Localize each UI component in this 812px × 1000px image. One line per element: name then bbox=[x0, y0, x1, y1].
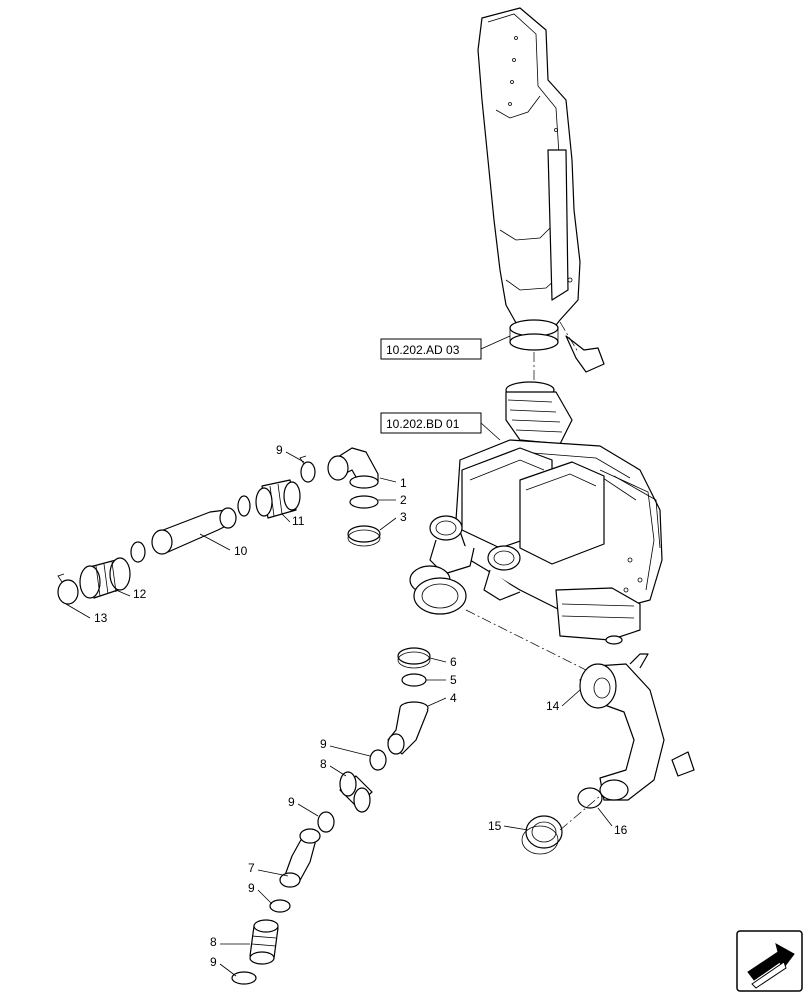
svg-text:1: 1 bbox=[400, 476, 407, 490]
callout-12: 12 bbox=[115, 587, 147, 601]
sleeve-item-12 bbox=[79, 557, 131, 599]
callout-13: 13 bbox=[65, 603, 108, 625]
svg-text:7: 7 bbox=[248, 861, 255, 875]
arrow-page-navigation-icon[interactable] bbox=[736, 930, 803, 992]
coupling-item-15 bbox=[521, 815, 563, 855]
callout-8-b: 8 bbox=[210, 935, 250, 949]
svg-text:9: 9 bbox=[276, 443, 283, 457]
callout-7: 7 bbox=[248, 861, 289, 877]
callout-9-top: 9 bbox=[276, 443, 305, 463]
elbow-item-1 bbox=[327, 447, 379, 489]
svg-text:4: 4 bbox=[450, 691, 457, 705]
ring-item-5 bbox=[401, 673, 427, 687]
callout-9-b: 9 bbox=[288, 795, 319, 817]
sleeve-item-8-b bbox=[249, 919, 279, 965]
clamp-item-9-b bbox=[317, 811, 335, 833]
svg-text:5: 5 bbox=[450, 673, 457, 687]
svg-text:8: 8 bbox=[320, 757, 327, 771]
svg-text:2: 2 bbox=[400, 493, 407, 507]
reference-label-bd01: 10.202.BD 01 bbox=[386, 417, 460, 431]
svg-text:10: 10 bbox=[234, 544, 248, 558]
svg-text:15: 15 bbox=[488, 819, 502, 833]
callout-4: 4 bbox=[427, 691, 457, 707]
clamp-item-9-upper bbox=[299, 455, 316, 483]
callout-15: 15 bbox=[488, 819, 529, 833]
svg-text:16: 16 bbox=[614, 823, 628, 837]
callout-2: 2 bbox=[378, 493, 407, 507]
air-cleaner-assembly bbox=[409, 381, 663, 645]
svg-text:14: 14 bbox=[546, 699, 560, 713]
elbow-hose-item-14 bbox=[579, 653, 695, 801]
callout-11: 11 bbox=[281, 513, 305, 528]
svg-text:12: 12 bbox=[133, 587, 147, 601]
callout-10: 10 bbox=[199, 533, 248, 558]
ring-item-2 bbox=[349, 495, 379, 509]
callout-9-c: 9 bbox=[248, 881, 273, 905]
reference-box-bd01[interactable]: 10.202.BD 01 bbox=[380, 412, 501, 441]
intake-duct bbox=[477, 7, 605, 373]
svg-text:9: 9 bbox=[320, 737, 327, 751]
hose-item-10 bbox=[130, 507, 237, 563]
callout-1: 1 bbox=[379, 476, 407, 490]
svg-text:9: 9 bbox=[210, 955, 217, 969]
clamp-item-9-c bbox=[269, 899, 291, 913]
svg-text:9: 9 bbox=[248, 881, 255, 895]
ring-item-16 bbox=[577, 787, 603, 809]
svg-text:9: 9 bbox=[288, 795, 295, 809]
callout-9-a: 9 bbox=[320, 737, 371, 757]
clamp-item-9-d bbox=[231, 971, 257, 985]
callout-16: 16 bbox=[597, 807, 628, 837]
callout-8-a: 8 bbox=[320, 757, 347, 777]
svg-text:8: 8 bbox=[210, 935, 217, 949]
callout-3: 3 bbox=[379, 510, 407, 531]
callout-5: 5 bbox=[426, 673, 457, 687]
clamp-item-13 bbox=[57, 573, 79, 605]
callout-14: 14 bbox=[546, 689, 581, 713]
elbow-item-4 bbox=[387, 701, 429, 755]
sleeve-item-8-a bbox=[339, 771, 373, 813]
callout-9-d: 9 bbox=[210, 955, 237, 977]
svg-text:13: 13 bbox=[94, 611, 108, 625]
reference-label-ad03: 10.202.AD 03 bbox=[386, 343, 460, 357]
svg-text:6: 6 bbox=[450, 655, 457, 669]
reference-box-ad03[interactable]: 10.202.AD 03 bbox=[380, 335, 511, 360]
tube-item-7 bbox=[279, 828, 321, 888]
clamp-item-6 bbox=[397, 647, 431, 669]
svg-text:3: 3 bbox=[400, 510, 407, 524]
clamp-item-9-a bbox=[369, 749, 387, 771]
hose-item-11 bbox=[237, 479, 301, 519]
svg-text:11: 11 bbox=[292, 514, 305, 528]
clamp-item-3 bbox=[347, 525, 381, 547]
callout-6: 6 bbox=[429, 655, 457, 669]
